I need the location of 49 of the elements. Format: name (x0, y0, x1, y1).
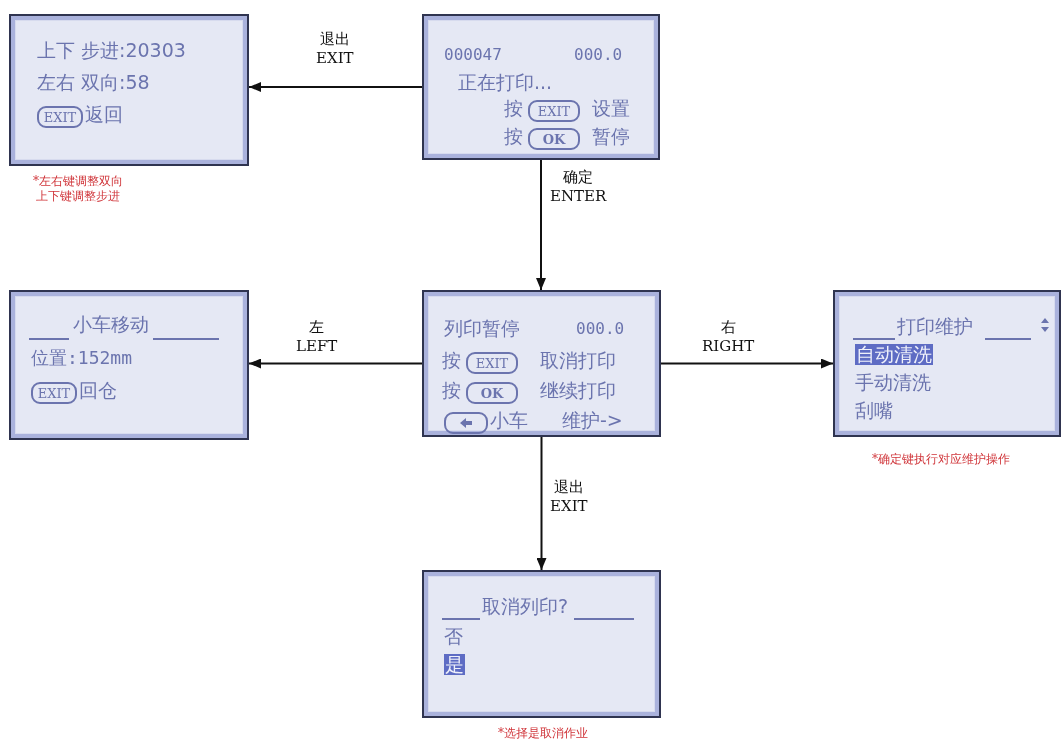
screen-text: 继续打印 (540, 380, 616, 401)
screen-text: 000.0 (574, 46, 623, 64)
lcd-screen (9, 14, 249, 166)
screen-text: 小车移动 (73, 314, 149, 335)
screen-text: 手动清洗 (855, 372, 931, 393)
screen-text: 按 (442, 350, 461, 371)
key-button-label: EXIT (528, 100, 580, 122)
screen-text: 000047 (444, 46, 502, 64)
key-button-label: EXIT (37, 106, 83, 128)
selected-menu-item: 是 (444, 654, 465, 675)
screen-text: 按 (504, 126, 523, 147)
note-text: *选择是取消作业 (497, 726, 589, 741)
screen-text: 维护-> (562, 410, 623, 431)
screen-text: 暂停 (592, 126, 630, 147)
lcd-screen (833, 290, 1061, 437)
screen-text: 列印暂停 (444, 318, 520, 339)
screen-text: 按 (442, 380, 461, 401)
screen-text: 位置:152mm (31, 348, 133, 368)
screen-text: 回仓 (79, 380, 117, 401)
arrow (536, 159, 546, 291)
arrow (248, 358, 423, 369)
note-text: *确定键执行对应维护操作 (871, 452, 1011, 467)
screen-text: 上下 步进:20303 (37, 40, 186, 61)
screen-text: 返回 (85, 104, 123, 125)
screen-text: 取消打印 (540, 350, 616, 371)
lcd-screen (422, 570, 661, 718)
selected-menu-item: 自动清洗 (855, 344, 933, 365)
screen-text: 刮嘴 (855, 400, 893, 421)
lcd-screen (422, 290, 661, 437)
screen-text: 打印维护 (897, 316, 973, 337)
arrow (248, 82, 423, 92)
note-text: *左右键调整双向上下键调整步进 (32, 174, 124, 204)
screen-text: 000.0 (576, 320, 625, 338)
screen-text: 否 (444, 626, 463, 647)
lcd-screen (422, 14, 660, 160)
screen-text: 设置 (592, 98, 630, 119)
screen-text: 左右 双向:58 (37, 72, 150, 93)
screen-text: 小车 (490, 410, 528, 431)
key-button-label (444, 412, 488, 434)
screen-text: 正在打印... (458, 72, 553, 93)
arrow (660, 358, 834, 369)
key-button-label: OK (466, 382, 518, 404)
key-button-label: EXIT (31, 382, 77, 404)
screen-text: 取消列印? (482, 596, 569, 617)
key-button-label: OK (528, 128, 580, 150)
screen-text: 按 (504, 98, 523, 119)
lcd-screen (9, 290, 249, 440)
key-button-label: EXIT (466, 352, 518, 374)
arrow (536, 436, 547, 571)
